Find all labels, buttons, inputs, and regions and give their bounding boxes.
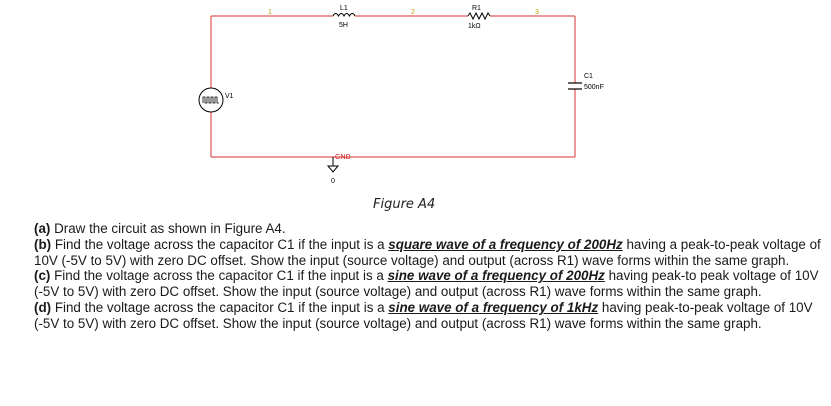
figure-caption: Figure A4 <box>373 197 436 212</box>
question-c: (c) Find the voltage across the capacito… <box>34 268 824 300</box>
capacitor-c1: C1 500nF <box>568 73 604 91</box>
question-text: Draw the circuit as shown in Figure A4. <box>50 221 286 236</box>
gnd-label: GND <box>335 154 351 161</box>
question-tag: (a) <box>34 221 51 236</box>
question-list: (a) Draw the circuit as shown in Figure … <box>34 221 824 332</box>
question-emphasis: square wave of a frequency of 200Hz <box>388 236 623 252</box>
question-text: having peak-to peak voltage of 10V (-5V … <box>34 268 819 300</box>
r1-name: R1 <box>472 5 481 12</box>
question-text: Find the voltage across the capacitor C1… <box>50 268 388 284</box>
question-text: having peak-to-peak voltage of 10V (-5V … <box>34 299 813 331</box>
node-label-3: 3 <box>535 9 539 16</box>
r1-value: 1kΩ <box>468 23 481 30</box>
wires <box>210 15 576 158</box>
question-emphasis: sine wave of a frequency of 1kHz <box>388 299 599 315</box>
question-text: Find the voltage across the capacitor C1… <box>51 299 389 315</box>
question-text: having a peak-to-peak voltage of 10V (-5… <box>34 236 821 268</box>
question-tag: (b) <box>34 236 52 252</box>
question-a: (a) Draw the circuit as shown in Figure … <box>34 221 824 237</box>
l1-name: L1 <box>340 5 348 12</box>
question-tag: (c) <box>34 268 51 284</box>
ground-symbol: GND 0 <box>326 154 351 185</box>
c1-name: C1 <box>584 73 593 80</box>
question-emphasis: sine wave of a frequency of 200Hz <box>387 268 605 284</box>
gnd-node-label: 0 <box>331 178 335 185</box>
question-d: (d) Find the voltage across the capacito… <box>34 300 824 332</box>
node-label-2: 2 <box>411 9 415 16</box>
inductor-l1: L1 5H <box>332 5 356 29</box>
question-text: Find the voltage across the capacitor C1… <box>51 236 389 252</box>
l1-value: 5H <box>339 22 348 29</box>
source-v1: V1 <box>198 87 234 113</box>
resistor-r1: R1 1kΩ <box>467 5 491 30</box>
c1-value: 500nF <box>584 84 604 91</box>
node-label-1: 1 <box>268 9 272 16</box>
v1-name: V1 <box>225 93 234 100</box>
question-tag: (d) <box>34 299 52 315</box>
circuit-schematic: L1 5H R1 1kΩ C1 500nF V1 GND 0 1 2 3 <box>198 5 604 185</box>
question-b: (b) Find the voltage across the capacito… <box>34 237 824 269</box>
